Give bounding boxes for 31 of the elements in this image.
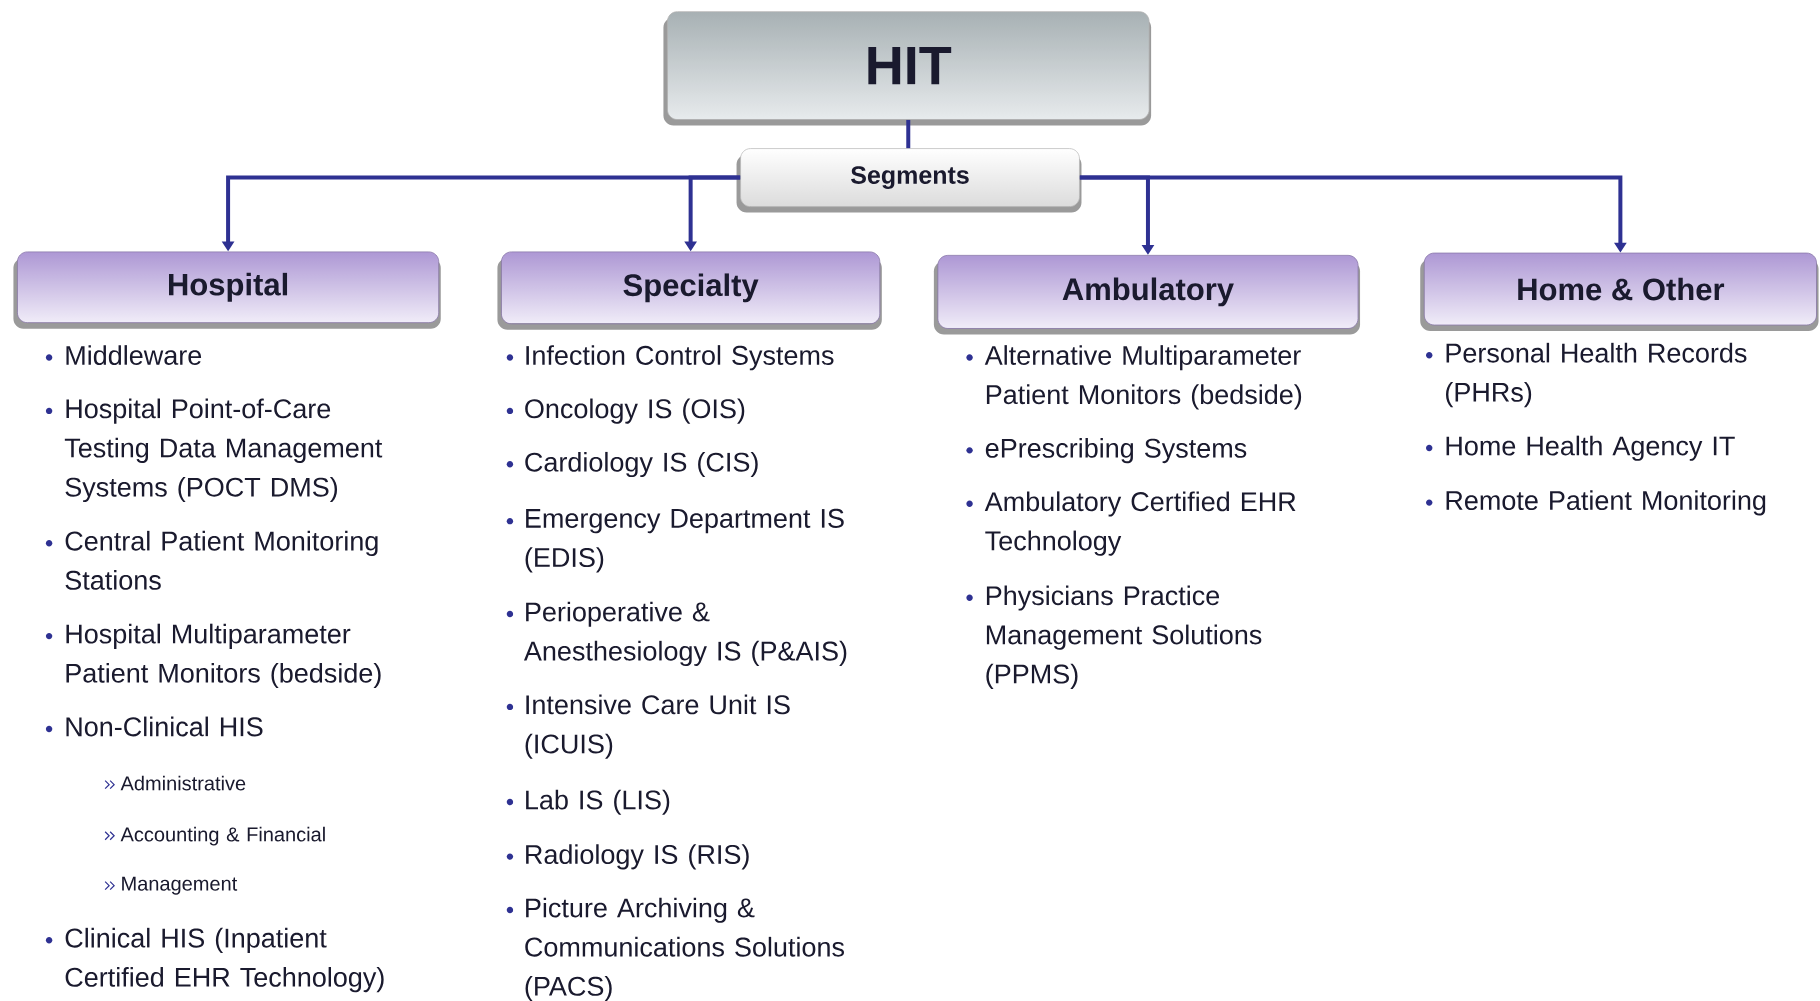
bullet-item: Infection Control Systems	[506, 345, 834, 371]
bullet-item: Physicians Practice Management Solutions (PPMS)	[966, 585, 1262, 689]
bullet-item: Radiology IS (RIS)	[506, 844, 749, 870]
bullet-item: Ambulatory Certified EHR Technology	[966, 491, 1296, 556]
bullet-item: Oncology IS (OIS)	[506, 398, 745, 424]
bullet-item: Picture Archiving & Communications Solutions (PACS)	[506, 897, 844, 1001]
bullet-item: Clinical HIS (Inpatient Certified EHR Technology)	[45, 927, 384, 993]
bullet-item: Home Health Agency IT	[1426, 435, 1735, 461]
category-box: Specialty	[497, 251, 882, 330]
bullet-item: Hospital Point-of-Care Testing Data Management Systems (POCT DMS)	[45, 398, 383, 503]
bullet-item: Perioperative & Anesthesiology IS (P&AIS)	[506, 601, 847, 667]
bullet-item: Intensive Care Unit IS (ICUIS)	[506, 694, 790, 759]
bullet-item: Emergency Department IS (EDIS)	[506, 508, 844, 573]
bullet-item: Cardiology IS (CIS)	[506, 451, 758, 478]
bullet-item: Personal Health Records (PHRs)	[1426, 342, 1747, 408]
bullet-item: Lab IS (LIS)	[506, 789, 670, 815]
bullet-item: Non-Clinical HIS	[45, 716, 263, 737]
sub-bullet-item: Accounting & Financial	[104, 826, 325, 846]
bullet-item: Alternative Multiparameter Patient Monitors (bedside)	[966, 345, 1302, 410]
title-box: HIT	[663, 11, 1152, 126]
bullet-item: Central Patient Monitoring Stations	[45, 530, 378, 590]
sub-bullet-item: Administrative	[104, 775, 246, 791]
category-box: Ambulatory	[933, 254, 1361, 335]
category-box: Home & Other	[1420, 252, 1819, 331]
bullet-item: Remote Patient Monitoring	[1426, 490, 1766, 516]
bullet-item: Hospital Multiparameter Patient Monitors (bedside)	[45, 623, 381, 689]
segment-box: Segments	[736, 148, 1082, 213]
bullet-item: ePrescribing Systems	[966, 438, 1247, 464]
bullet-item: Middleware	[45, 345, 202, 365]
category-box: Hospital	[13, 251, 441, 329]
sub-bullet-item: Management	[104, 876, 238, 895]
